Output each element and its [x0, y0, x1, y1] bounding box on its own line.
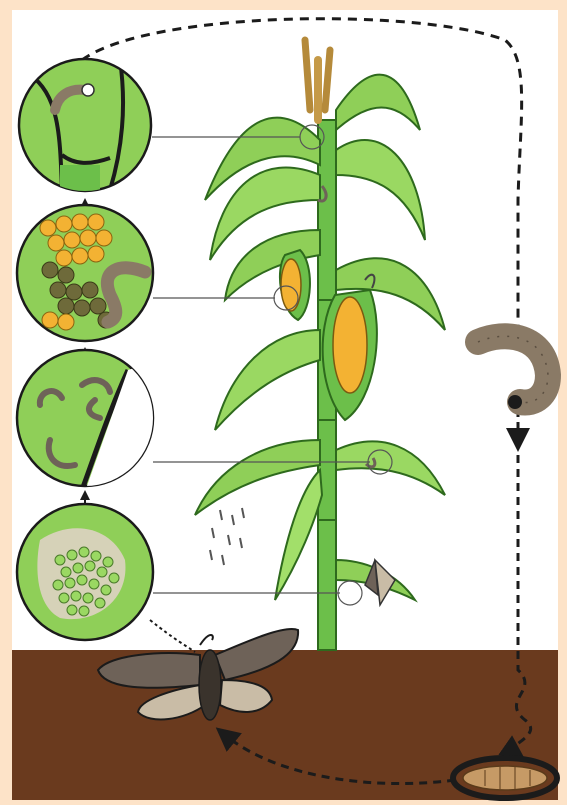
stage-circle-eggs [17, 504, 153, 640]
stage-circle-larva-feeding [17, 205, 153, 341]
